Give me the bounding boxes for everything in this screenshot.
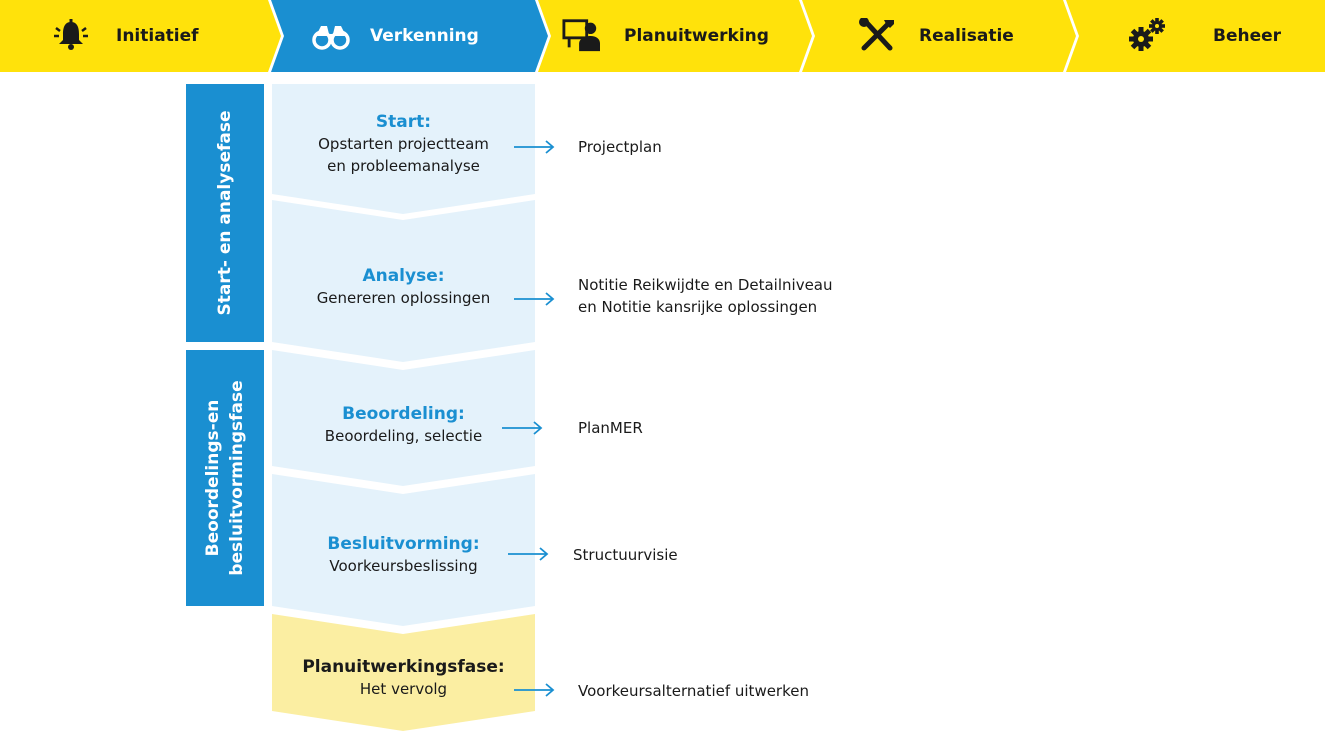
arrow-right-icon (508, 547, 549, 561)
bell-icon (54, 19, 88, 50)
chevron-start (272, 84, 535, 214)
step-title: Beoordeling: (342, 404, 465, 424)
binoculars-icon (312, 26, 350, 50)
phase-label-planuitwerking: Planuitwerking (624, 26, 769, 46)
step-line: Beoordeling, selectie (324, 427, 483, 445)
phase-label-verkenning: Verkenning (370, 26, 479, 46)
gears-icon (1129, 18, 1165, 51)
step-line: Voorkeursbeslissing (329, 557, 478, 575)
step-title: Planuitwerkingsfase: (302, 657, 505, 677)
output-notities: Notitie Reikwijdte en Detailniveau en No… (578, 276, 833, 316)
phase-label-initiatief: Initiatief (116, 26, 199, 46)
side-block-beoordeling-besluitvorming: Beoordelings-en besluitvormingsfase (186, 350, 264, 606)
output-planmer: PlanMER (578, 419, 643, 437)
arrow-right-icon (514, 683, 555, 697)
chevron-analyse (272, 200, 535, 362)
chevron-besluitvorming (272, 474, 535, 626)
phase-segment-realisatie[interactable] (802, 0, 1076, 72)
step-title: Start: (375, 112, 432, 132)
step-line: Genereren oplossingen (316, 289, 491, 307)
phase-bar (0, 0, 1325, 72)
step-line: Het vervolg (359, 680, 448, 698)
side-block-start-analyse: Start- en analysefase (186, 84, 264, 342)
tools-icon (859, 18, 894, 51)
step-analyse: Analyse: Genereren oplossingen (272, 265, 535, 309)
step-title: Besluitvorming: (327, 534, 480, 554)
arrow-right-icon (514, 140, 555, 154)
output-structuurvisie: Structuurvisie (573, 546, 678, 564)
step-title: Analyse: (362, 266, 445, 286)
chevron-beoordeling (272, 350, 535, 486)
arrow-right-icon (502, 421, 543, 435)
step-start: Start: Opstarten projectteam en probleem… (272, 111, 535, 177)
phase-label-realisatie: Realisatie (919, 26, 1014, 46)
phase-label-beheer: Beheer (1213, 26, 1282, 46)
phase-segment-planuitwerking[interactable] (538, 0, 812, 72)
output-projectplan: Projectplan (578, 138, 662, 156)
phase-segment-initiatief[interactable] (0, 0, 281, 72)
step-planuitwerkingsfase: Planuitwerkingsfase: Het vervolg (272, 656, 535, 700)
step-line: Opstarten projectteam (318, 135, 489, 153)
step-line: en probleemanalyse (327, 157, 480, 175)
chevron-planuitwerkingsfase (272, 614, 535, 731)
phase-segment-verkenning[interactable] (271, 0, 548, 72)
phase-segment-beheer[interactable] (1066, 0, 1325, 72)
step-beoordeling: Beoordeling: Beoordeling, selectie (272, 403, 535, 447)
output-voorkeursalternatief: Voorkeursalternatief uitwerken (578, 682, 809, 700)
presenter-icon (562, 19, 600, 52)
step-besluitvorming: Besluitvorming: Voorkeursbeslissing (272, 533, 535, 577)
arrow-right-icon (514, 292, 555, 306)
